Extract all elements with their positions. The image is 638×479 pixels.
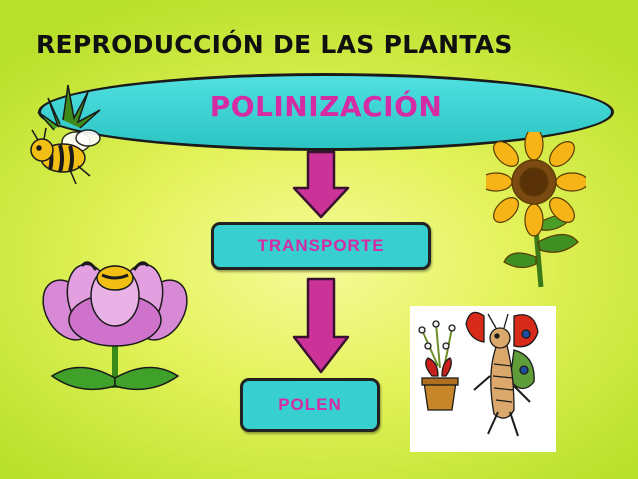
step-label-polen: POLEN <box>278 395 342 414</box>
step-box-transporte: TRANSPORTE <box>211 222 431 270</box>
step-label-transporte: TRANSPORTE <box>257 236 385 255</box>
down-arrow-2 <box>292 277 350 374</box>
main-concept-ellipse <box>38 73 614 151</box>
down-arrow-1 <box>292 150 350 219</box>
butterfly-illustration-panel <box>410 306 556 452</box>
main-concept-label: POLINIZACIÓN <box>209 90 443 123</box>
sunflower-icon <box>486 132 586 288</box>
bee-with-leaf-icon <box>30 84 101 185</box>
flower-with-bee-icon <box>42 261 188 391</box>
step-box-polen: POLEN <box>240 378 380 432</box>
butterfly-with-potted-plant-icon <box>418 311 539 437</box>
page-title: REPRODUCCIÓN DE LAS PLANTAS <box>36 30 513 59</box>
